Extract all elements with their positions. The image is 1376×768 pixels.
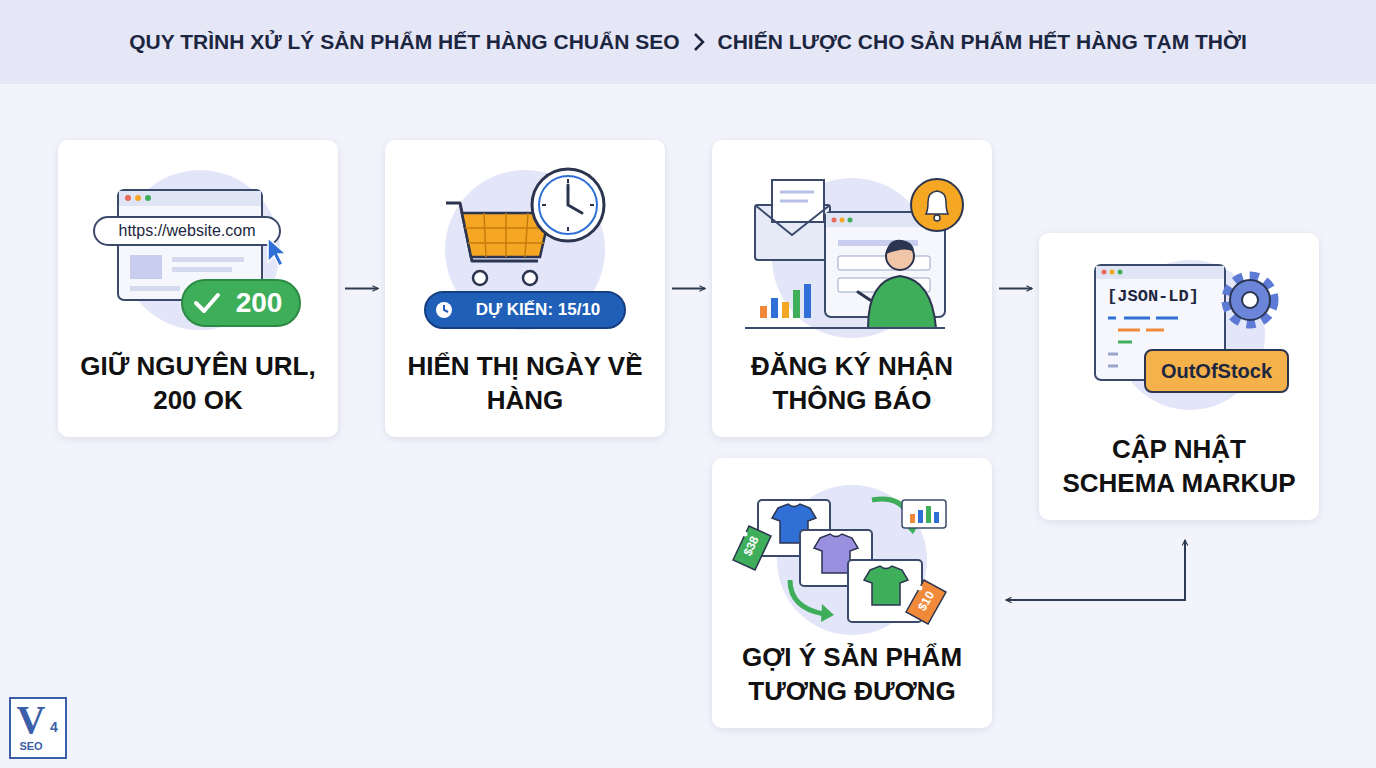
step-title: GỢI Ý SẢN PHẨM TƯƠNG ĐƯƠNG bbox=[726, 640, 978, 708]
step-card: ĐĂNG KÝ NHẬN THÔNG BÁO bbox=[712, 140, 992, 437]
diagram-title: QUY TRÌNH XỬ LÝ SẢN PHẨM HẾT HÀNG CHUẨN … bbox=[129, 30, 679, 54]
flow-arrow bbox=[1006, 540, 1185, 600]
flow-arrow bbox=[999, 288, 1032, 290]
status-code: 200 bbox=[222, 282, 296, 324]
step-title: GIỮ NGUYÊN URL, 200 OK bbox=[72, 349, 324, 417]
step-title: HIỂN THỊ NGÀY VỀ HÀNG bbox=[399, 349, 651, 417]
chevron-icon bbox=[692, 31, 706, 53]
cart-illustration bbox=[425, 169, 625, 330]
subtitle: CHIẾN LƯỢC CHO SẢN PHẨM HẾT HÀNG TẠM THỜ… bbox=[718, 30, 1247, 54]
logo-text: SEO bbox=[14, 738, 48, 754]
step-card: GIỮ NGUYÊN URL, 200 OK bbox=[58, 140, 338, 437]
step-title: ĐĂNG KÝ NHẬN THÔNG BÁO bbox=[726, 349, 978, 417]
logo-number: 4 bbox=[46, 718, 62, 736]
logo-mark bbox=[10, 698, 66, 758]
logo-letter: V bbox=[14, 697, 48, 741]
url-illustration bbox=[94, 170, 300, 330]
header-band: QUY TRÌNH XỬ LÝ SẢN PHẨM HẾT HÀNG CHUẨN … bbox=[0, 0, 1376, 84]
url-text: https://website.com bbox=[98, 219, 276, 243]
restock-date: DỰ KIẾN: 15/10 bbox=[455, 294, 621, 326]
step-card: GỢI Ý SẢN PHẨM TƯƠNG ĐƯƠNG bbox=[712, 458, 992, 728]
products-illustration bbox=[733, 485, 946, 635]
step-card: HIỂN THỊ NGÀY VỀ HÀNG bbox=[385, 140, 665, 437]
flow-arrow bbox=[345, 288, 378, 290]
stock-status: OutOfStock bbox=[1148, 352, 1285, 390]
step-title: CẬP NHẬT SCHEMA MARKUP bbox=[1053, 432, 1305, 500]
schema-illustration bbox=[1095, 260, 1288, 410]
notification-illustration bbox=[745, 178, 963, 338]
code-label: [JSON-LD] bbox=[1103, 284, 1203, 308]
flow-arrow bbox=[672, 288, 705, 290]
card-backgrounds bbox=[58, 140, 1319, 728]
